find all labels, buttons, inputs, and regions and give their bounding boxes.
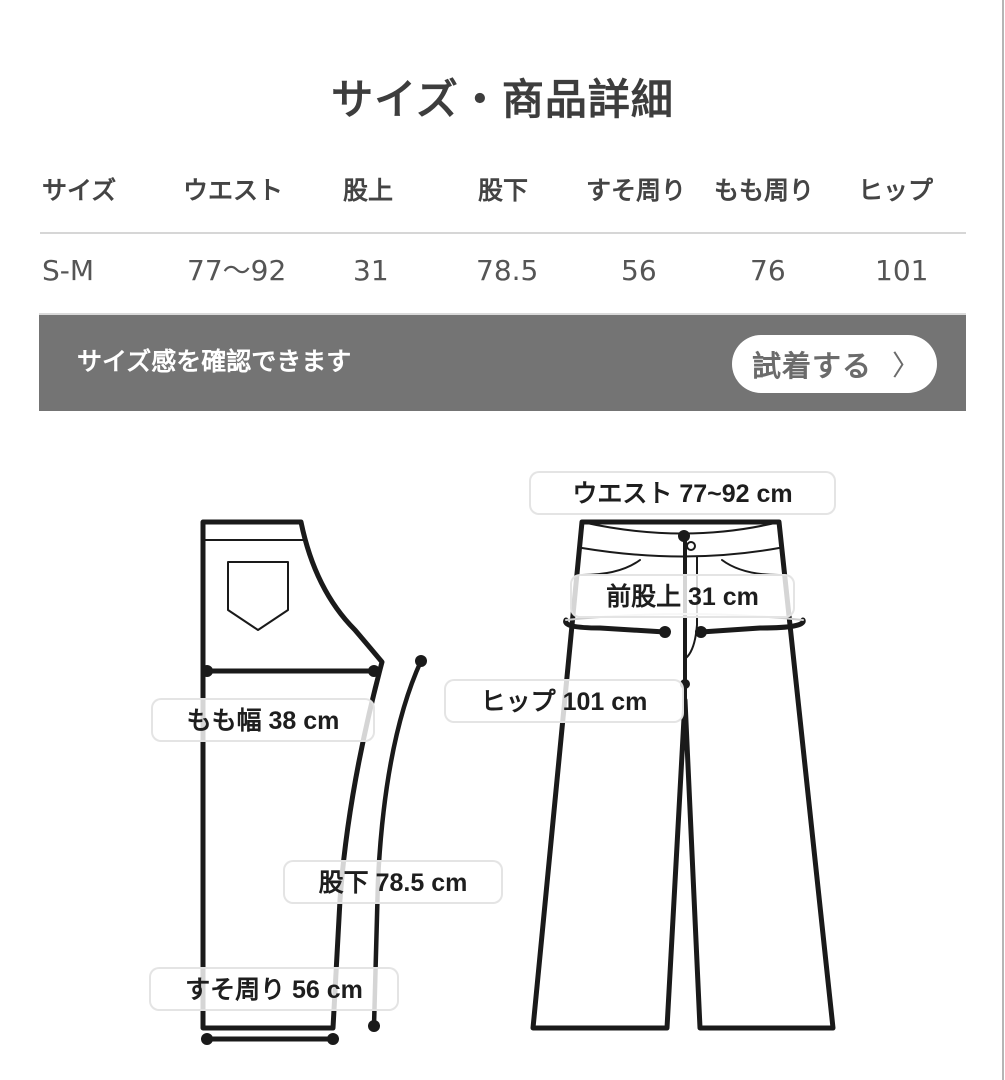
value-size: S-M <box>42 254 95 287</box>
value-hem: 56 <box>621 254 657 287</box>
header-inseam: 股下 <box>478 176 529 205</box>
front-rise-label: 前股上 31 cm <box>570 574 795 618</box>
page-title: サイズ・商品詳細 <box>331 75 674 124</box>
header-hip: ヒップ <box>858 176 934 205</box>
table-divider <box>40 232 966 234</box>
size-table: サイズ ウエスト 股上 股下 すそ周り もも周り ヒップ S-M 77〜92 3… <box>40 160 966 304</box>
value-thigh: 76 <box>750 254 786 287</box>
thigh-width-label: もも幅 38 cm <box>151 698 375 742</box>
value-rise: 31 <box>353 254 389 287</box>
page-edge-divider <box>1002 0 1004 1080</box>
inseam-label: 股下 78.5 cm <box>283 860 503 904</box>
chevron-right-icon: 〉 <box>892 349 921 382</box>
header-hem: すそ周り <box>586 176 687 205</box>
waist-label: ウエスト 77~92 cm <box>529 471 836 515</box>
value-inseam: 78.5 <box>476 254 539 287</box>
table-row: S-M 77〜92 31 78.5 56 76 101 <box>40 232 966 304</box>
side-view-pants <box>200 519 424 1042</box>
hem-label: すそ周り 56 cm <box>149 967 399 1011</box>
header-rise: 股上 <box>343 176 394 205</box>
header-thigh: もも周り <box>714 176 815 205</box>
header-size: サイズ <box>42 176 117 205</box>
measurement-dots <box>201 530 707 1045</box>
try-on-label: 試着する <box>752 349 873 383</box>
value-waist: 77〜92 <box>187 254 287 287</box>
hip-label: ヒップ 101 cm <box>444 679 684 723</box>
value-hip: 101 <box>875 254 929 287</box>
try-on-button[interactable]: 試着する 〉 <box>732 335 937 393</box>
banner-text: サイズ感を確認できます <box>77 347 352 376</box>
size-table-header: サイズ ウエスト 股上 股下 すそ周り もも周り ヒップ <box>40 160 966 234</box>
try-on-banner: サイズ感を確認できます 試着する 〉 <box>39 313 966 411</box>
size-diagram: もも幅 38 cm 股下 78.5 cm すそ周り 56 cm ウエスト 77~… <box>0 420 1005 1080</box>
header-waist: ウエスト <box>183 176 284 205</box>
